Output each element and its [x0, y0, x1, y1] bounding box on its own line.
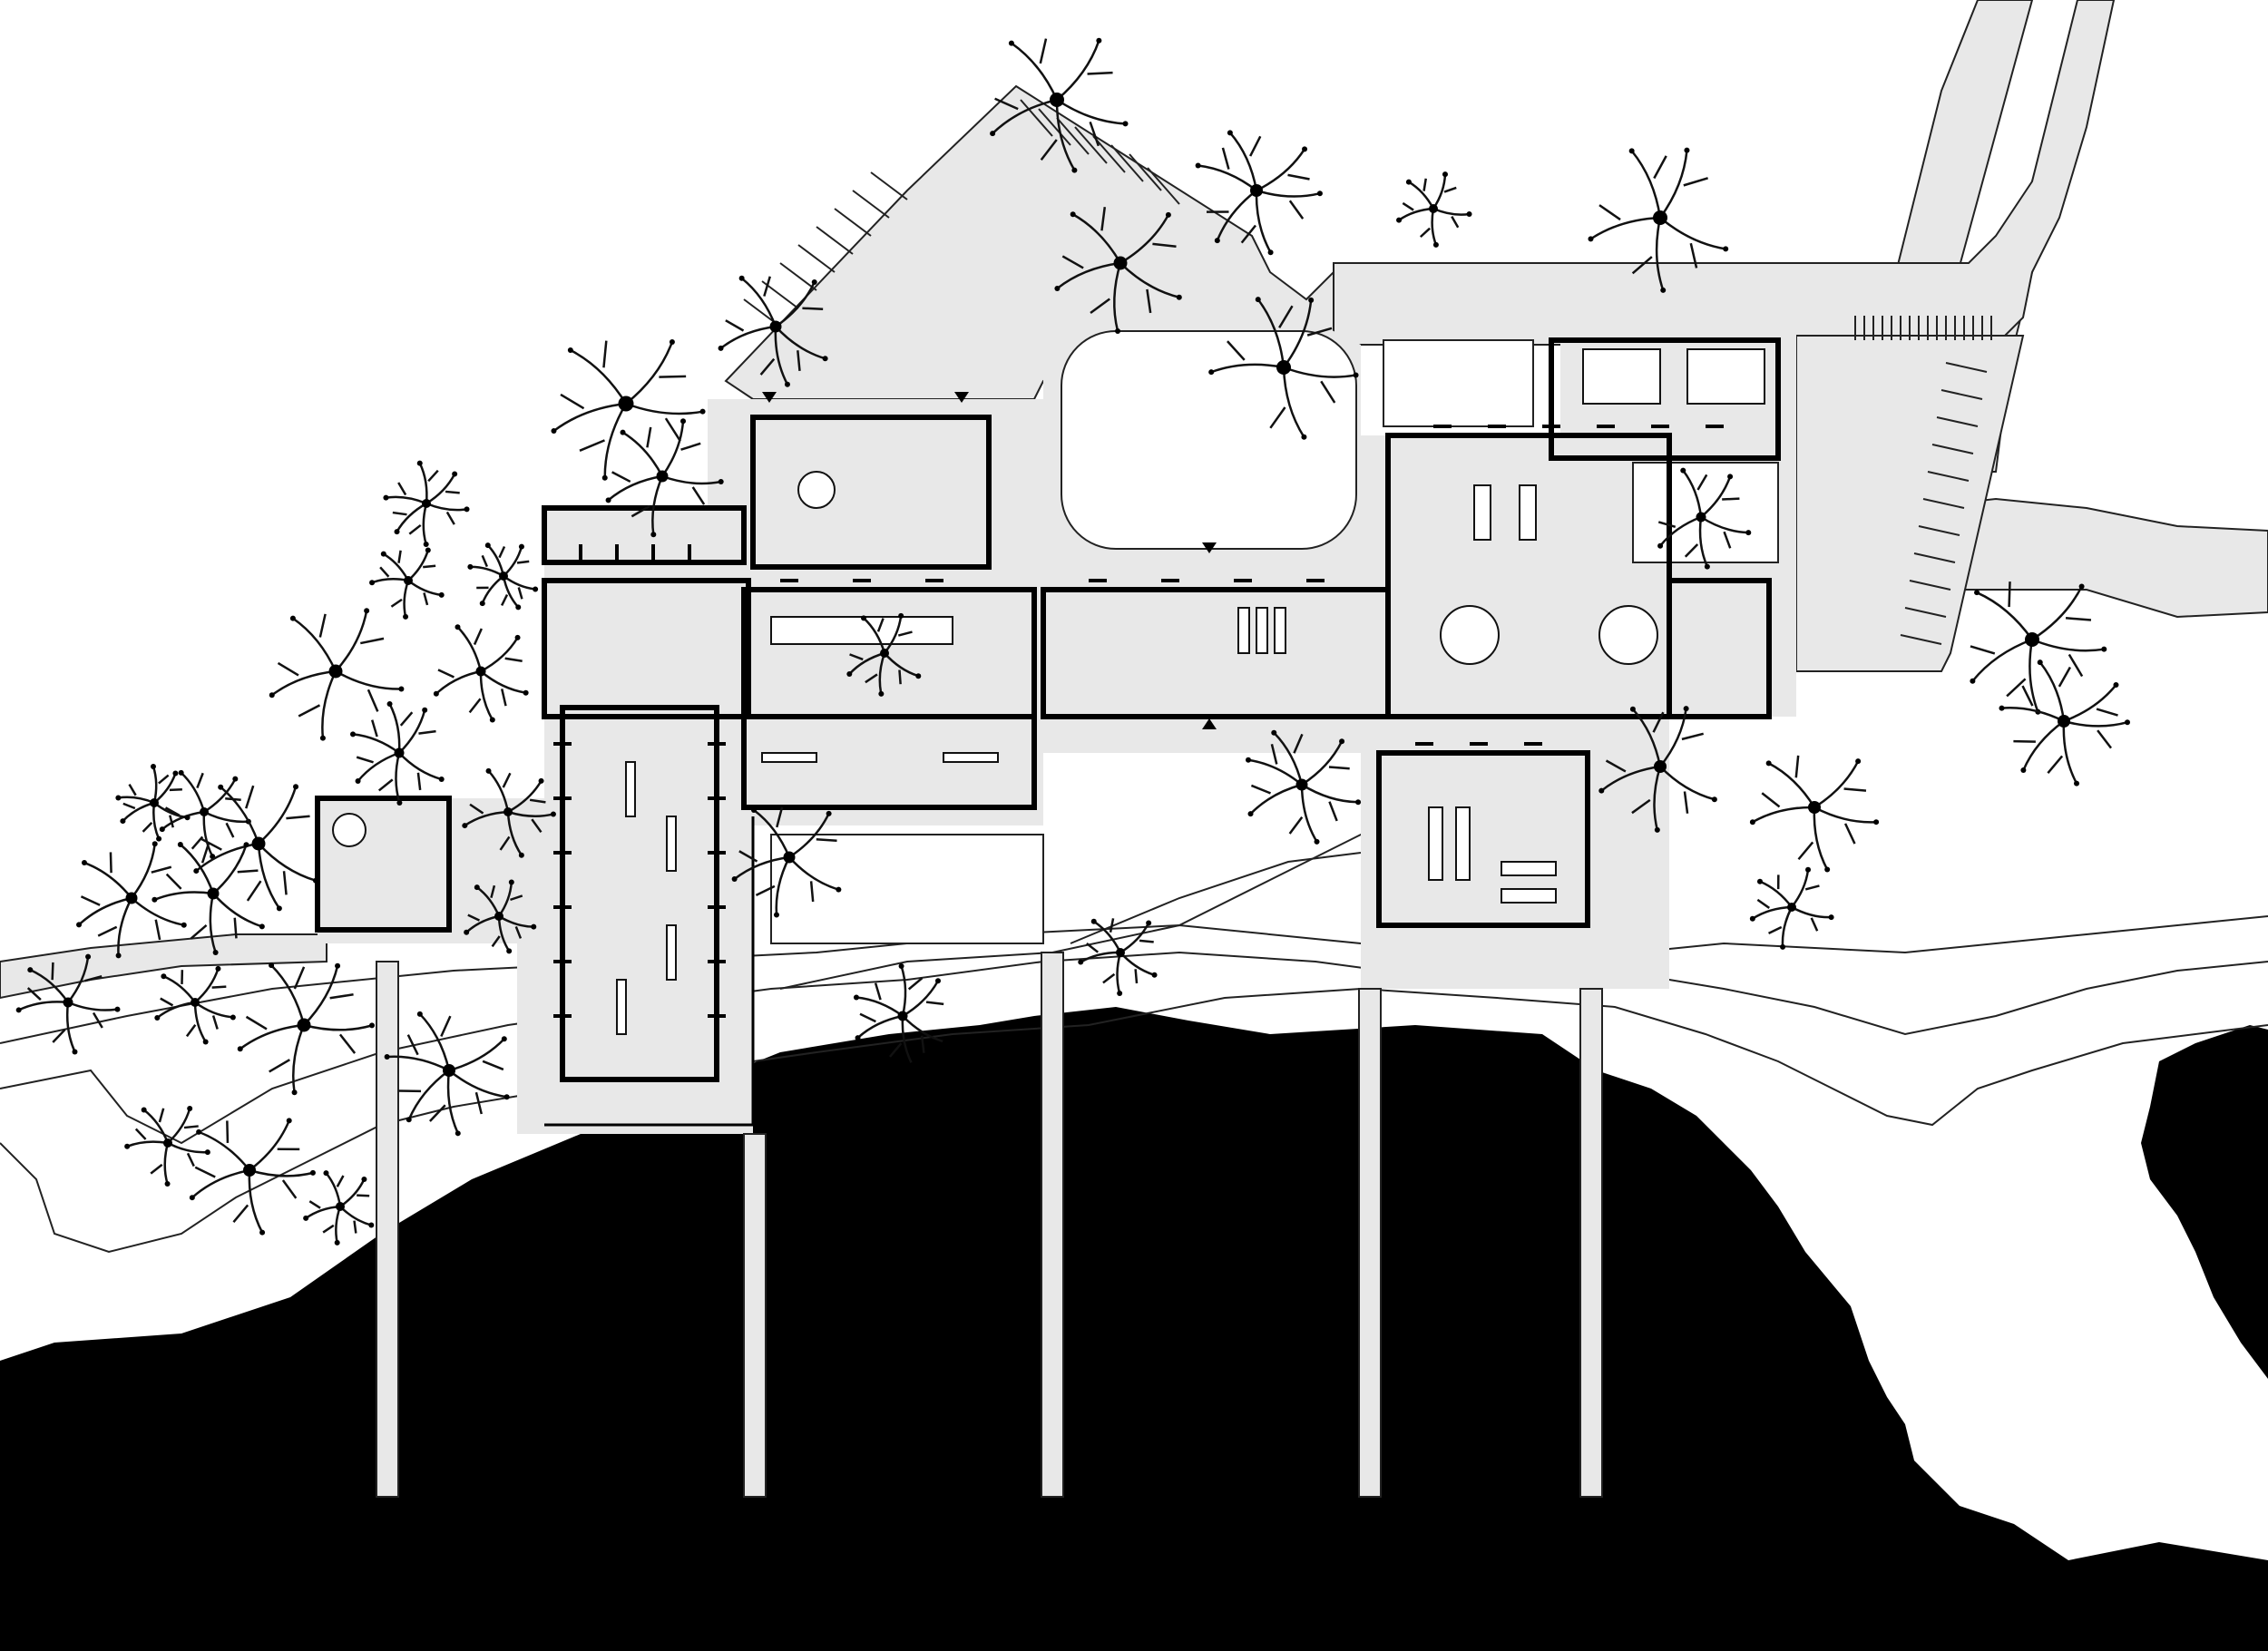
tree — [154, 965, 236, 1045]
display-case — [761, 752, 817, 763]
display-case — [1237, 607, 1250, 654]
piers — [376, 952, 1603, 1498]
terrain-outcrop — [2141, 1025, 2268, 1379]
pier — [743, 1133, 767, 1498]
tree — [1749, 866, 1834, 950]
round-table — [1598, 605, 1658, 665]
tree — [152, 841, 265, 955]
tree — [731, 806, 842, 918]
long-table — [1473, 484, 1491, 541]
tree — [1588, 147, 1729, 293]
north-garden — [1383, 339, 1534, 427]
tree — [1195, 130, 1323, 256]
tree — [369, 547, 445, 620]
pier — [376, 961, 399, 1498]
display-case — [1274, 607, 1286, 654]
long-table — [1455, 806, 1471, 881]
round-table — [1440, 605, 1500, 665]
long-table — [1501, 888, 1557, 904]
tree — [462, 767, 556, 858]
display-case — [943, 752, 999, 763]
terrain-section — [0, 1007, 2268, 1651]
tree — [433, 624, 529, 723]
seat-block — [1582, 348, 1661, 405]
tree — [551, 338, 706, 481]
long-table — [1519, 484, 1537, 541]
tree — [15, 953, 121, 1055]
tree — [115, 764, 191, 842]
tree — [1999, 659, 2130, 786]
tree — [76, 841, 187, 959]
tree — [159, 769, 251, 860]
pier — [1041, 952, 1064, 1498]
counter — [770, 616, 953, 645]
tree — [846, 612, 922, 697]
tree — [1657, 467, 1752, 570]
contour-line — [0, 915, 2268, 1044]
display-case — [666, 924, 677, 981]
tree — [1054, 207, 1182, 334]
tree — [189, 1118, 316, 1236]
display-case — [625, 761, 636, 817]
pier — [1358, 988, 1382, 1498]
tree — [853, 963, 948, 1068]
round-table — [332, 813, 367, 847]
display-case — [616, 979, 627, 1035]
seat-block — [1686, 348, 1765, 405]
tree — [1078, 918, 1158, 996]
building-slab — [318, 327, 1796, 1134]
column-grid — [553, 425, 1724, 1018]
contour-line — [1070, 852, 1362, 944]
crosswalk — [1854, 316, 1992, 340]
north-entrance-right — [954, 392, 969, 403]
trees — [15, 37, 2130, 1246]
west-path — [0, 933, 327, 1000]
tree — [464, 879, 537, 954]
tree — [383, 460, 470, 547]
furniture — [332, 348, 1765, 1035]
parking-stripes — [743, 99, 1988, 645]
tree — [1246, 729, 1362, 845]
tree — [1396, 171, 1472, 248]
display-case — [1256, 607, 1268, 654]
walls — [315, 337, 1781, 1127]
tree — [237, 962, 375, 1096]
north-courtyard — [1061, 330, 1357, 550]
round-table — [797, 471, 836, 509]
long-table — [1428, 806, 1443, 881]
tree — [1970, 581, 2107, 715]
tree — [269, 608, 405, 741]
contour-line — [0, 987, 2268, 1254]
tree — [193, 784, 318, 912]
pier — [1579, 988, 1603, 1498]
tree — [384, 1011, 510, 1137]
tree — [467, 542, 539, 611]
tree — [1598, 706, 1717, 833]
long-table — [1501, 861, 1557, 876]
tree — [350, 700, 445, 806]
tree — [1208, 297, 1359, 440]
tree — [990, 37, 1129, 173]
contour-line — [0, 951, 2268, 1145]
tree — [124, 1106, 210, 1187]
courtyard-entrance-bottom — [1202, 718, 1217, 729]
north-entrance-left — [762, 392, 777, 403]
display-case — [666, 816, 677, 872]
tree — [605, 418, 724, 538]
courtyard-entrance-top — [1202, 542, 1217, 553]
tree — [1749, 755, 1880, 873]
tree — [718, 275, 828, 387]
tree — [303, 1170, 375, 1246]
